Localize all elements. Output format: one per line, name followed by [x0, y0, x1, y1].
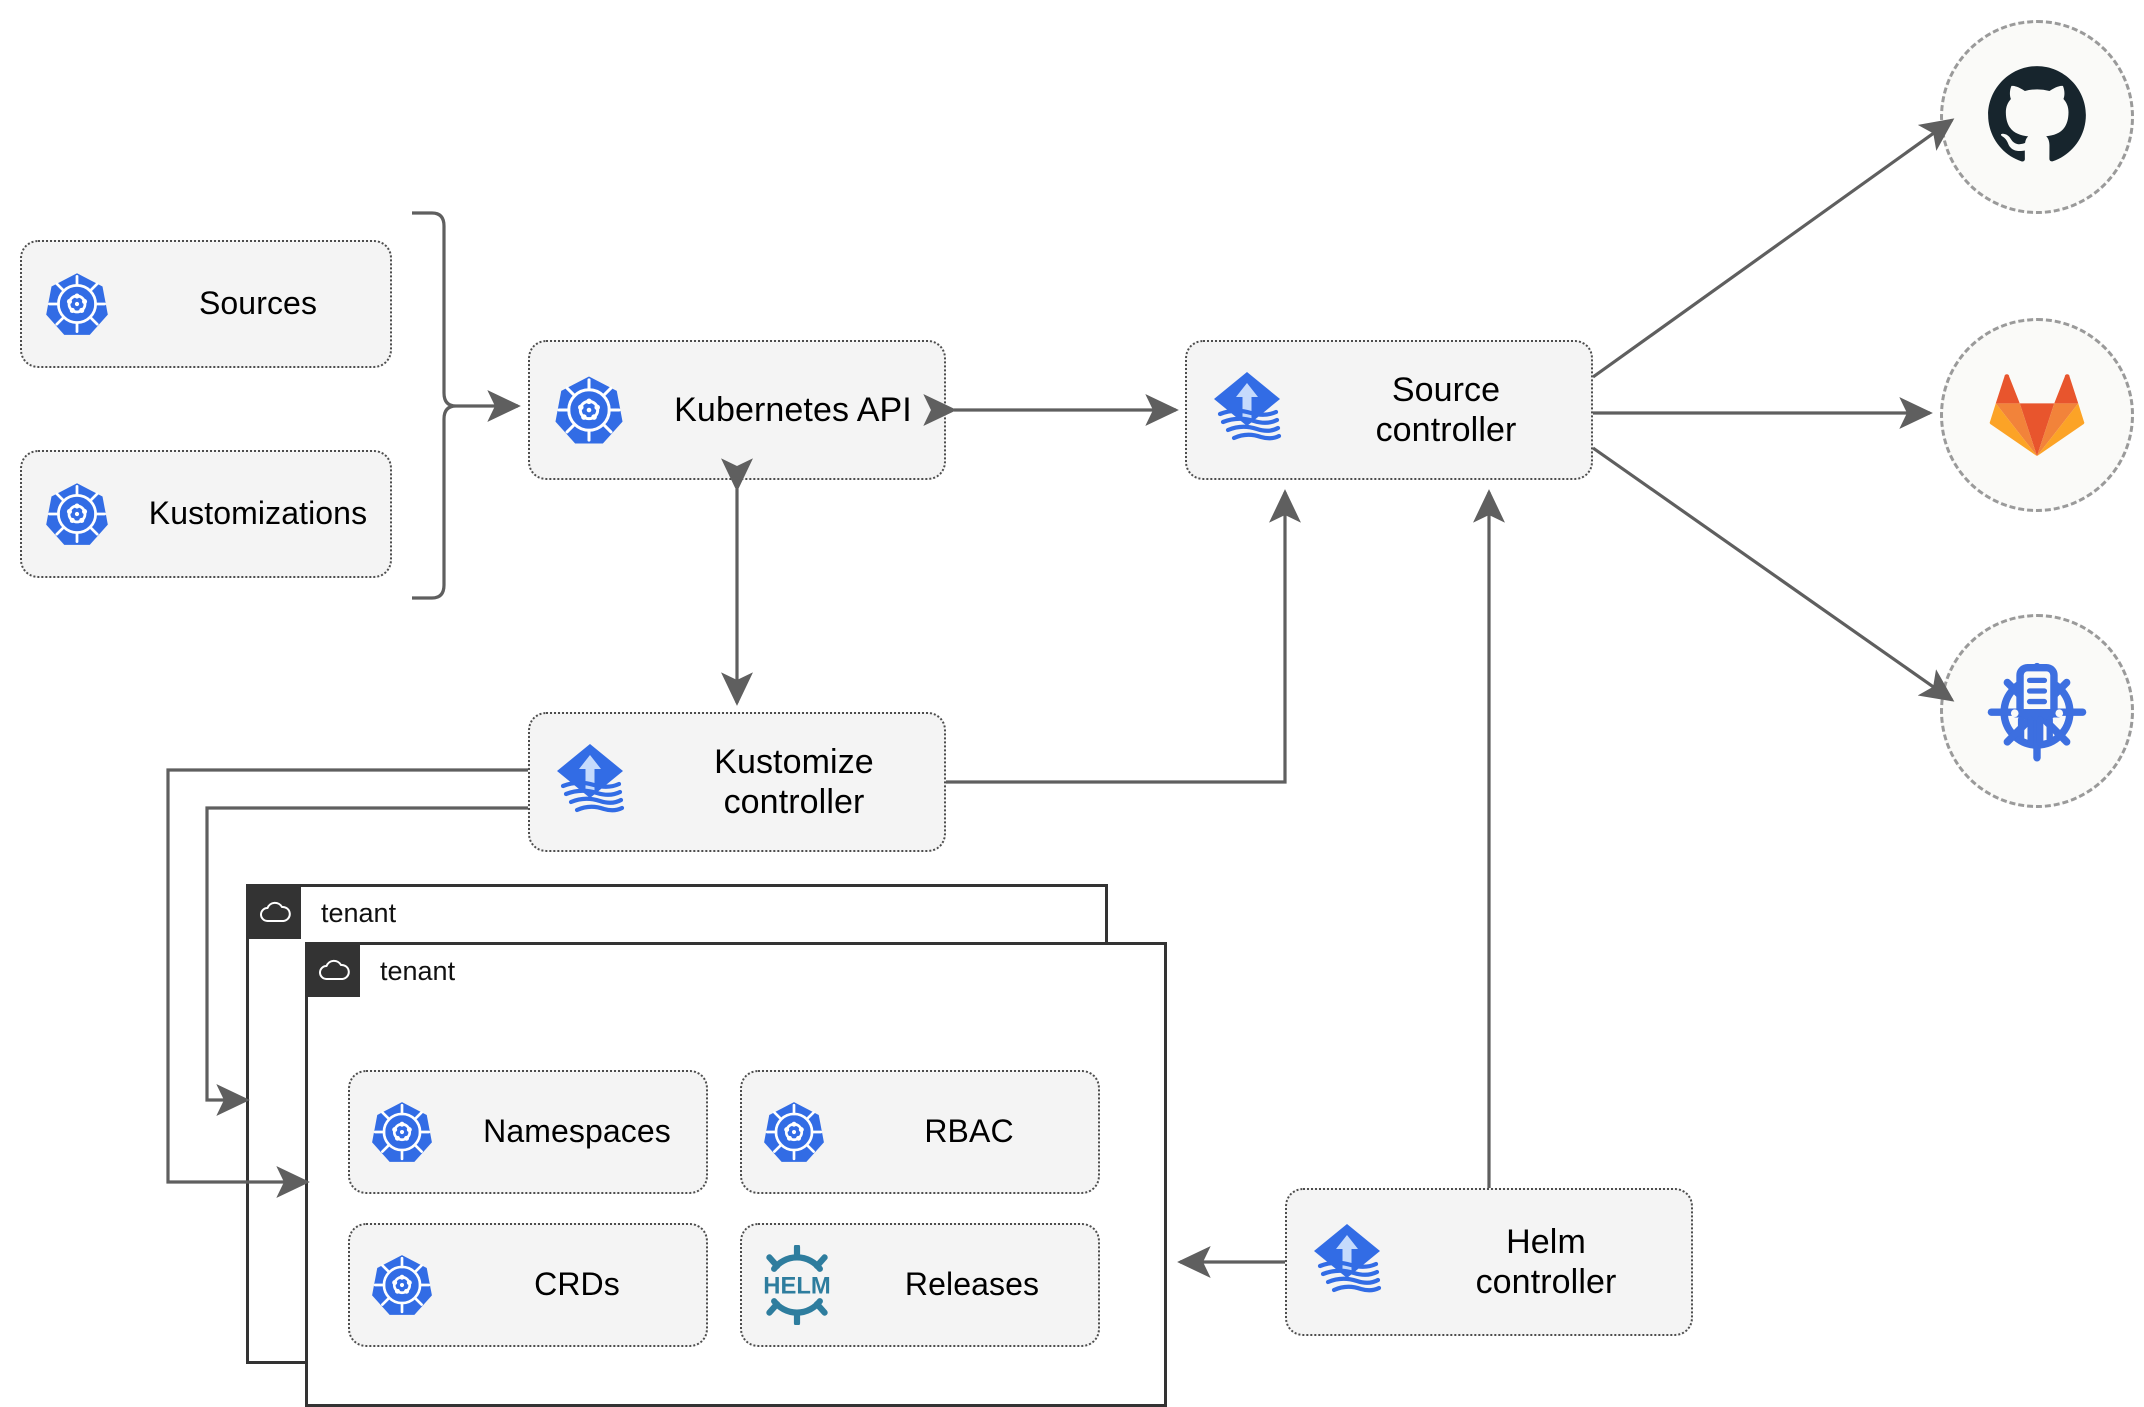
node-label: Kustomize controller — [714, 742, 874, 821]
tenant-name: tenant — [380, 955, 456, 986]
node-namespaces[interactable]: Namespaces — [348, 1070, 708, 1194]
node-kubernetes-api[interactable]: Kubernetes API — [528, 340, 946, 480]
node-label: Sources — [198, 285, 318, 322]
svg-text:HELM: HELM — [763, 1273, 830, 1300]
kubernetes-icon — [350, 1252, 454, 1318]
edge-source-controller-to-helm-repository — [1592, 446, 1955, 702]
node-label: Namespaces — [483, 1113, 671, 1150]
helm-repository-icon — [1984, 656, 2090, 767]
tenant-header: tenant — [308, 945, 455, 997]
node-kustomize-controller[interactable]: Kustomize controller — [528, 712, 946, 852]
node-label: CRDs — [534, 1266, 620, 1303]
node-label: Kubernetes API — [674, 390, 912, 429]
node-source-controller[interactable]: Source controller — [1185, 340, 1593, 480]
node-label: Kustomizations — [148, 495, 368, 532]
tenant-inner[interactable]: tenant — [305, 942, 1167, 1407]
node-helm-controller[interactable]: Helm controller — [1285, 1188, 1693, 1336]
cloud-icon — [249, 887, 301, 939]
kubernetes-icon — [22, 480, 132, 548]
provider-github[interactable] — [1940, 20, 2134, 214]
node-releases[interactable]: HELM Releases — [740, 1223, 1100, 1347]
tenant-header: tenant — [249, 887, 396, 939]
node-label: Source controller — [1375, 370, 1517, 449]
node-label: RBAC — [924, 1113, 1014, 1150]
node-label: Helm controller — [1475, 1222, 1617, 1301]
node-kustomizations[interactable]: Kustomizations — [20, 450, 392, 578]
kubernetes-icon — [350, 1099, 454, 1165]
edge-source-controller-to-github — [1592, 118, 1955, 379]
node-crds[interactable]: CRDs — [348, 1223, 708, 1347]
helm-icon: HELM — [742, 1245, 852, 1325]
node-rbac[interactable]: RBAC — [740, 1070, 1100, 1194]
edge-kustomize-controller-to-source-controller — [946, 489, 1301, 784]
tenant-name: tenant — [321, 897, 397, 928]
provider-helm-repository[interactable] — [1940, 614, 2134, 808]
flux-icon — [1187, 369, 1307, 451]
kubernetes-icon — [530, 373, 648, 447]
kubernetes-icon — [742, 1099, 846, 1165]
cloud-icon — [308, 945, 360, 997]
brace-sources-group — [412, 211, 457, 600]
flux-icon — [1287, 1221, 1407, 1303]
provider-gitlab[interactable] — [1940, 318, 2134, 512]
node-label: Releases — [904, 1266, 1040, 1303]
github-icon — [1986, 64, 2088, 171]
gitlab-icon — [1989, 367, 2085, 464]
flux-icon — [530, 741, 650, 823]
node-sources[interactable]: Sources — [20, 240, 392, 368]
kubernetes-icon — [22, 270, 132, 338]
